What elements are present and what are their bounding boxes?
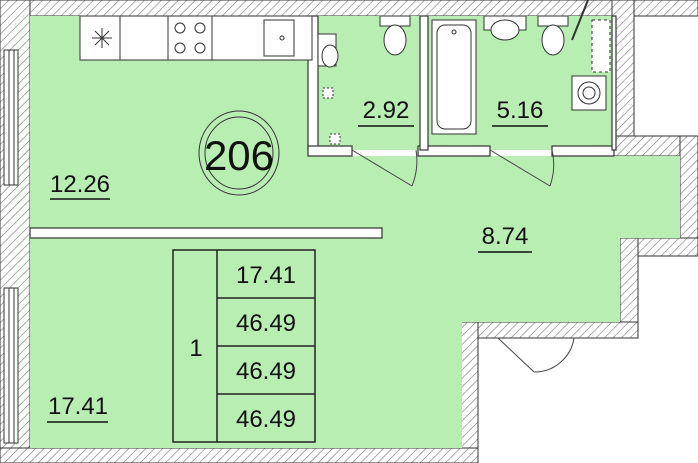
stove: [167, 15, 213, 61]
bedroom-area-label: 17.41: [48, 393, 108, 420]
apartment-number: 206: [204, 132, 274, 179]
total-area-cell-3: 46.49: [236, 406, 296, 433]
toilet-area-label: 2.92: [363, 97, 410, 124]
bathroom-fixtures: [431, 0, 611, 135]
corridor-floor: [300, 156, 380, 238]
snowflake-icon: [92, 28, 112, 48]
bathroom-area-label: 5.16: [497, 97, 544, 124]
room-count-cell: 1: [189, 335, 202, 362]
total-area-cell-2: 46.49: [236, 358, 296, 385]
windows: [3, 49, 19, 444]
room-labels: 12.26 2.92 5.16 8.74 17.41: [47, 97, 548, 423]
area-summary-table: 1 17.41 46.49 46.49 46.49: [172, 249, 316, 443]
total-area-cell-1: 46.49: [236, 310, 296, 337]
interior-walls: [29, 15, 617, 239]
hall-area-label: 8.74: [482, 223, 529, 250]
kitchen-area-label: 12.26: [50, 171, 110, 198]
living-area-cell: 17.41: [236, 262, 296, 289]
kitchen-fixtures: [79, 15, 313, 61]
kitchen-sink: [263, 19, 295, 57]
hall-floor: [312, 156, 680, 448]
toilet-fixtures: [317, 15, 411, 145]
apartment-number-badge: 206: [198, 110, 280, 196]
doors: [351, 149, 575, 373]
